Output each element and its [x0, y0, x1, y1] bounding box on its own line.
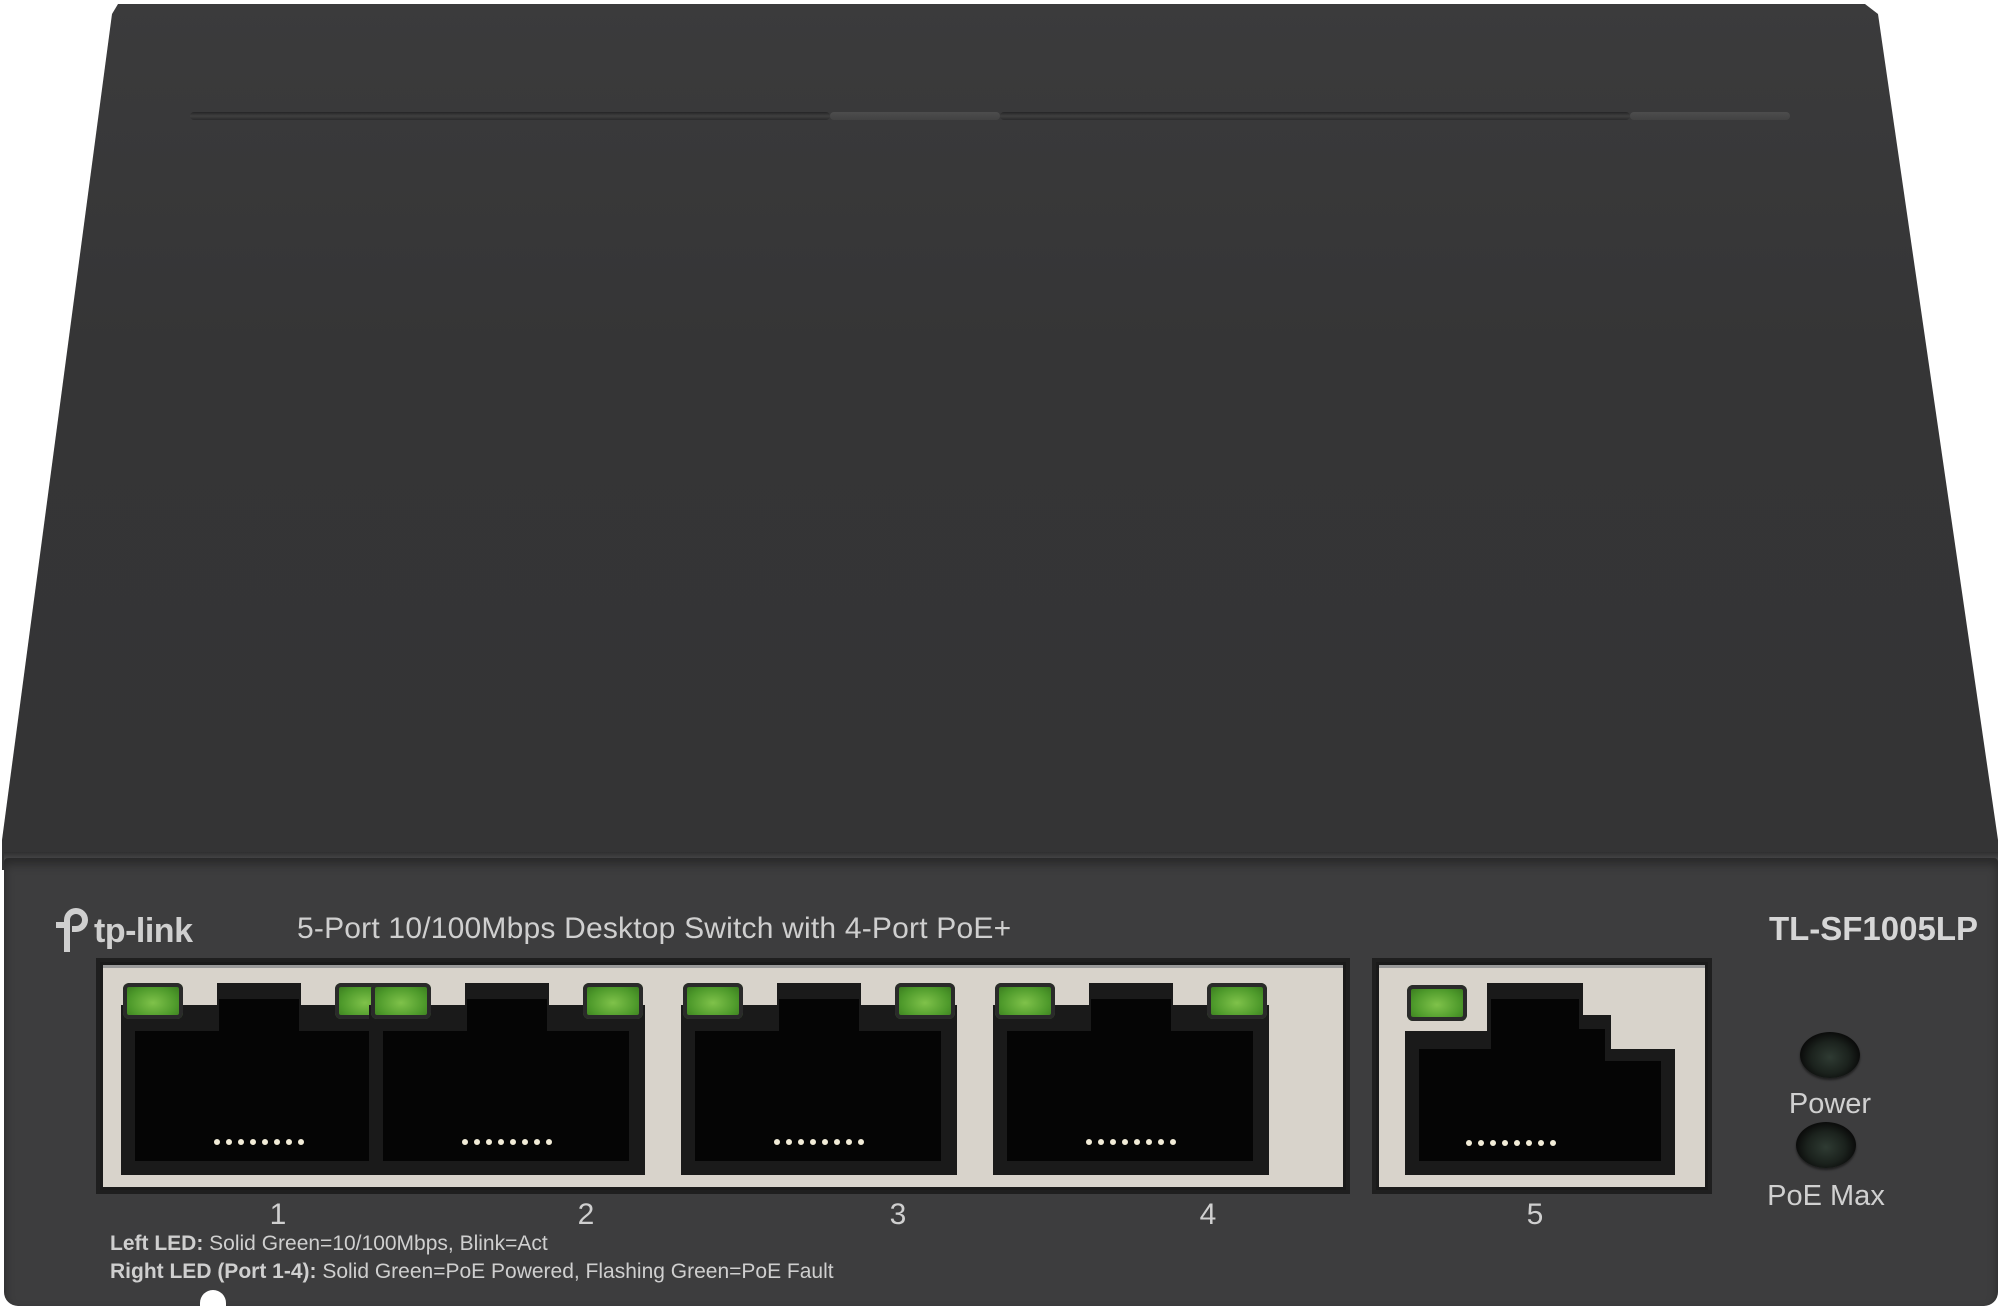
lid-crease: [1000, 112, 1630, 120]
ethernet-port-1[interactable]: [109, 965, 409, 1187]
lid-crease: [830, 112, 1000, 120]
poe-max-led-indicator: [1796, 1122, 1856, 1168]
rj45-jack-icon: [993, 983, 1269, 1175]
legend-value: Solid Green=PoE Powered, Flashing Green=…: [316, 1260, 834, 1283]
right-poe-led: [583, 983, 643, 1019]
led-legend-left: Left LED: Solid Green=10/100Mbps, Blink=…: [110, 1232, 548, 1256]
brand-logo: tp-link: [50, 908, 193, 954]
legend-key: Left LED:: [110, 1232, 204, 1255]
left-link-led: [995, 983, 1055, 1019]
brand-name: tp-link: [94, 911, 193, 950]
model-number: TL-SF1005LP: [1768, 910, 1978, 947]
legend-value: Solid Green=10/100Mbps, Blink=Act: [203, 1232, 548, 1255]
rj45-jack-icon: [369, 983, 645, 1175]
ethernet-port-5[interactable]: [1387, 965, 1697, 1187]
lid-crease: [1630, 112, 1790, 120]
port-label-4: 4: [1199, 1198, 1217, 1231]
left-link-led: [683, 983, 743, 1019]
ethernet-port-3[interactable]: [669, 965, 969, 1187]
port-label-5: 5: [1526, 1198, 1544, 1231]
led-legend-right: Right LED (Port 1-4): Solid Green=PoE Po…: [110, 1260, 834, 1284]
right-poe-led: [895, 983, 955, 1019]
port-label-2: 2: [577, 1198, 595, 1231]
poe-max-led-label: PoE Max: [1767, 1180, 1885, 1212]
mounting-notch: [200, 1290, 226, 1306]
port-label-1: 1: [269, 1198, 287, 1231]
product-description: 5-Port 10/100Mbps Desktop Switch with 4-…: [297, 912, 1012, 945]
tp-link-logo-icon: [56, 908, 88, 952]
legend-key: Right LED (Port 1-4):: [110, 1260, 317, 1283]
right-poe-led: [1207, 983, 1267, 1019]
ethernet-port-2[interactable]: [357, 965, 657, 1187]
power-led-label: Power: [1788, 1088, 1872, 1120]
switch-top-lid: [2, 4, 1998, 870]
poe-port-cage: [100, 962, 1346, 1190]
uplink-port-cage: [1376, 962, 1708, 1190]
left-link-led: [371, 983, 431, 1019]
port-label-3: 3: [889, 1198, 907, 1231]
ethernet-port-4[interactable]: [981, 965, 1281, 1187]
power-led-indicator: [1800, 1032, 1860, 1078]
rj45-jack-icon: [1405, 983, 1675, 1175]
lid-crease: [190, 112, 830, 120]
rj45-jack-icon: [121, 983, 397, 1175]
rj45-jack-icon: [681, 983, 957, 1175]
left-link-led: [123, 983, 183, 1019]
left-link-led: [1407, 985, 1467, 1021]
